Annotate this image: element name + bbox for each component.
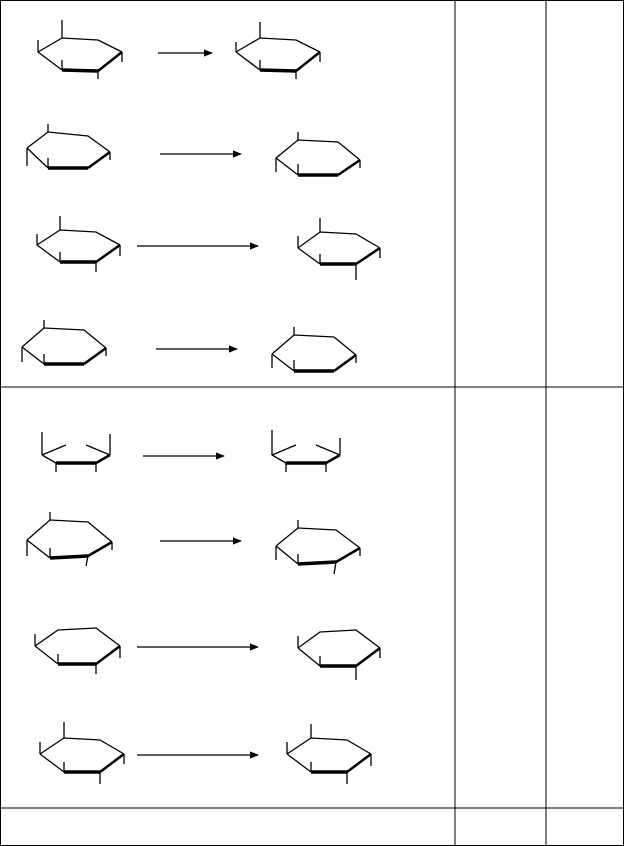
row-1-product-structure	[235, 22, 321, 79]
row-4-start-structure	[21, 320, 107, 366]
answer-cell-1[interactable]	[456, 1, 545, 386]
row-3-product-structure	[297, 218, 381, 280]
row-7-start-structure	[34, 627, 121, 674]
row-7-product-structure	[297, 629, 381, 680]
answer-cell-total[interactable]	[456, 809, 545, 845]
row-8-product-structure	[286, 724, 372, 784]
row-2-start-structure	[26, 124, 111, 170]
answer-cell-2[interactable]	[456, 388, 545, 807]
row-2-product-structure	[275, 132, 361, 177]
row-8-start-structure	[39, 722, 125, 784]
points-cell-total[interactable]	[547, 809, 623, 845]
row-4-product-structure	[271, 327, 357, 373]
row-5-product-structure	[271, 430, 341, 472]
points-cell-2[interactable]	[547, 388, 623, 807]
row-1-start-structure	[37, 20, 123, 79]
row-5-start-structure	[41, 432, 111, 472]
row-6-product-structure	[275, 520, 361, 575]
row-3-start-structure	[36, 216, 121, 272]
row-6-start-structure	[26, 512, 113, 567]
points-cell-1[interactable]	[547, 1, 623, 386]
